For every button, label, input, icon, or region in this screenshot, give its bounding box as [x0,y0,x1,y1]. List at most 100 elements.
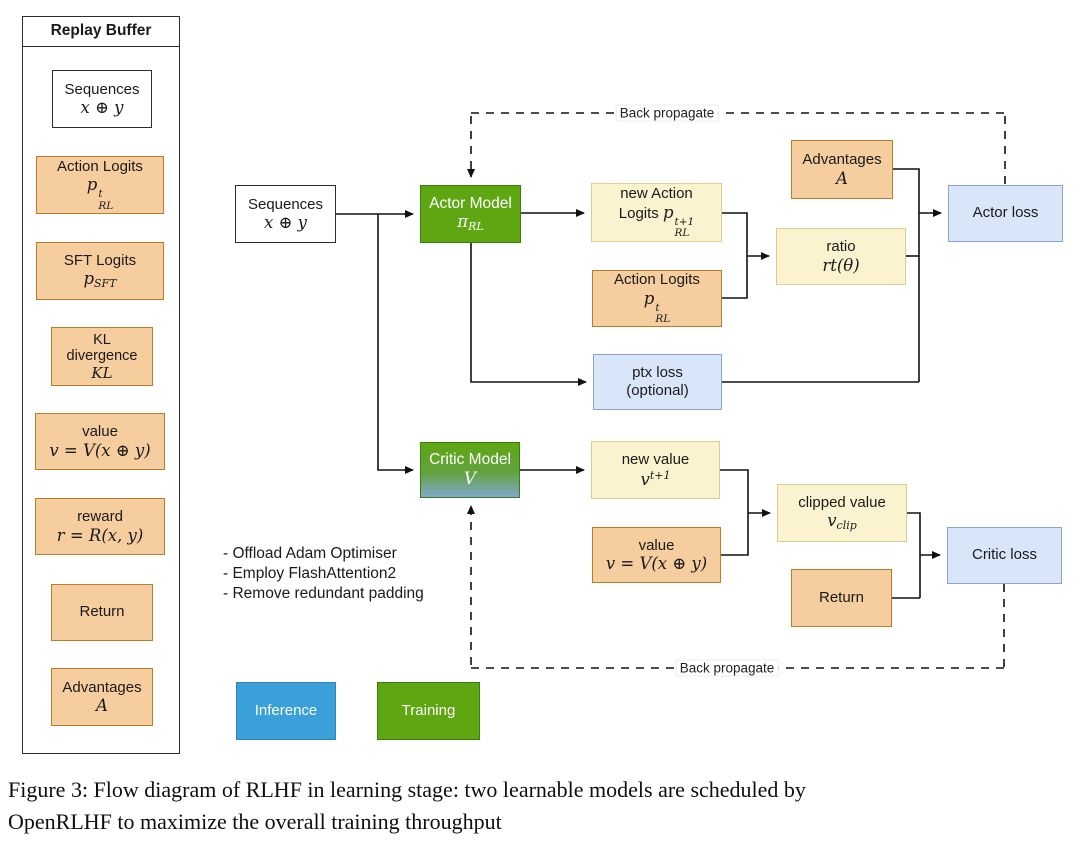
actor-loss-box: Actor loss [948,185,1063,242]
critic-model-box: Critic Model V [420,442,520,498]
box-label: new Action [620,185,693,203]
box-label: Actor Model [429,194,512,212]
math-label: πRL [457,213,483,233]
math-label: r = R(x, y) [56,525,144,545]
legend-training: Training [377,682,480,740]
math-label: v = V(x ⊕ y) [605,554,708,574]
box-label: Return [818,588,865,606]
note-line: - Offload Adam Optimiser [223,545,397,562]
flow-sequences-box: Sequences x ⊕ y [235,185,336,243]
advantages-box: Advantages A [791,140,893,199]
math-base: p [662,202,674,222]
replay-item-value: value v = V(x ⊕ y) [35,413,165,470]
math-label: KL [91,363,113,382]
new-value-box: new value vt+1 [591,441,720,499]
replay-buffer-panel [22,16,180,754]
edge-clipped-to-collector [907,512,921,598]
math-sup: t [655,301,660,314]
box-label: Advantages [802,151,882,169]
legend-label: Training [401,701,456,719]
replay-item-sft-logits: SFT Logits pSFT [36,242,164,300]
math-sub: SFT [94,277,117,291]
legend-inference: Inference [236,682,336,740]
box-label: KL [93,331,111,348]
math-sub: RL [468,220,484,234]
replay-item-sequences: Sequences x ⊕ y [52,70,152,128]
note-line: - Employ FlashAttention2 [223,565,397,583]
math-label: v = V(x ⊕ y) [49,440,151,460]
box-label: divergence [66,348,138,365]
math-label: vt+1 [640,468,671,489]
ratio-box: ratio rt(θ) [776,228,906,285]
ptx-loss-box: ptx loss (optional) [593,354,722,410]
box-label: Sequences [247,195,324,213]
box-label: ratio [826,238,856,256]
return-box: Return [791,569,892,627]
math-label: vclip [827,512,857,532]
math-base: p [83,269,95,289]
math-base: v [640,469,650,489]
note-line: - Remove redundant padding [223,585,424,603]
math-label: x ⊕ y [264,213,307,233]
box-label: SFT Logits [63,251,137,269]
math-sub: RL [655,313,671,326]
optimisation-notes: - Offload Adam Optimiser - Employ FlashA… [223,544,424,604]
replay-buffer-title: Replay Buffer [22,16,180,47]
actor-model-box: Actor Model πRL [420,185,521,243]
edge-advantages-to-collector [893,168,920,382]
caption-line: Figure 3: Flow diagram of RLHF in learni… [8,777,806,802]
math-label: pSFT [83,270,116,290]
math-sub: clip [836,519,857,533]
box-label: ptx loss [632,363,683,381]
replay-item-kl-divergence: KL divergence KL [51,327,153,386]
box-label: Actor loss [972,204,1039,222]
value-box: value v = V(x ⊕ y) [592,527,721,583]
edge-action-logits-to-ratio [722,256,748,299]
back-propagate-label-bottom: Back propagate [675,659,779,677]
edge-new-value-to-clipped [720,469,749,513]
box-label: clipped value [798,493,886,511]
box-label: new value [621,451,690,469]
math-sub: RL [674,227,690,240]
edge-sequences-to-critic [377,214,414,474]
math-base: p [643,288,655,308]
edge-new-action-logits-to-ratio [722,212,748,256]
math-sup: t+1 [649,468,671,482]
critic-loss-box: Critic loss [947,527,1062,584]
box-label: Return [79,603,125,621]
box-label: Action Logits [57,157,143,175]
math-label: V [464,469,476,489]
box-label: value [638,536,675,554]
replay-item-advantages: Advantages A [51,668,153,726]
math-sub: RL [98,199,114,212]
box-label: Critic loss [971,546,1037,564]
box-label: Critic Model [429,451,511,469]
math-base: v [827,511,837,531]
math-base: p [86,175,98,195]
box-label: Advantages [62,678,142,696]
caption-line: OpenRLHF to maximize the overall trainin… [8,808,502,834]
box-label: value [82,423,118,441]
box-label: reward [77,508,123,526]
replay-item-reward: reward r = R(x, y) [35,498,165,555]
math-label: x ⊕ y [80,98,124,118]
math-sup: t+1 [674,215,695,228]
math-label: rt(θ) [822,255,860,275]
edge-actor-to-ptx-loss [470,243,587,386]
edge-value-to-clipped [721,513,749,556]
math-sup: t [98,188,103,201]
box-label: Action Logits [614,271,700,289]
math-label: A [96,696,108,716]
box-label: Sequences [64,80,140,98]
clipped-value-box: clipped value vclip [777,484,907,542]
figure-caption: Figure 3: Flow diagram of RLHF in learni… [8,774,1074,838]
replay-item-return: Return [51,584,153,641]
